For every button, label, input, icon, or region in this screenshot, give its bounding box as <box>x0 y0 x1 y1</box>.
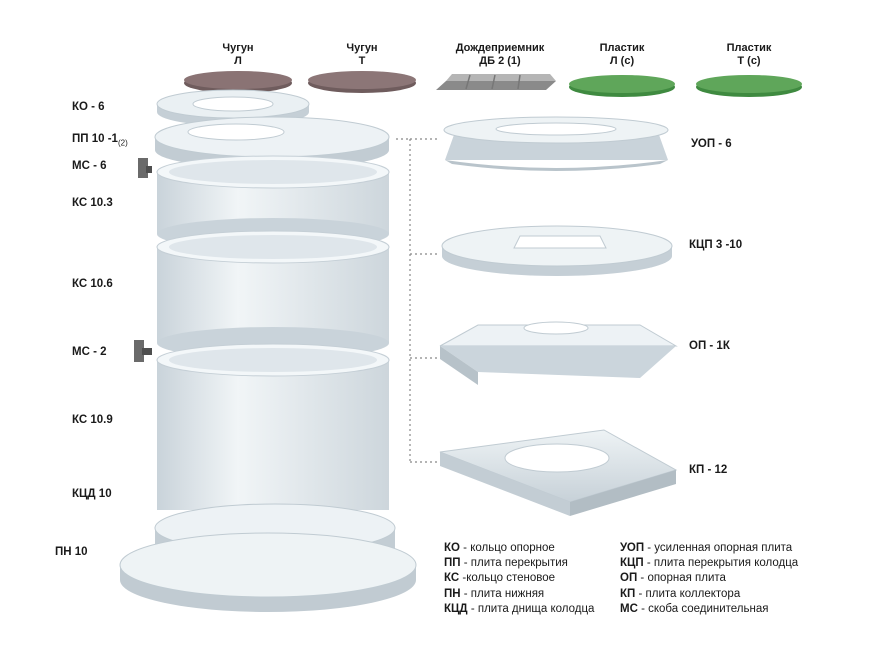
legend-item: КЦП - плита перекрытия колодца <box>620 557 799 570</box>
wall-ring-ks106 <box>156 230 390 359</box>
legend-item: УОП - усиленная опорная плита <box>620 542 793 554</box>
bracket-ms2 <box>134 340 152 362</box>
bracket-ms6 <box>138 158 152 178</box>
cover-cast-iron-heavy <box>308 71 416 93</box>
label-ks103: КС 10.3 <box>72 197 113 209</box>
label-ms2: МС - 2 <box>72 346 107 358</box>
label-ko6: КО - 6 <box>72 101 105 113</box>
base-plate-pn10 <box>119 532 417 612</box>
label-ms6: МС - 6 <box>72 160 107 172</box>
label-op1k: ОП - 1К <box>689 340 730 352</box>
label-pn10: ПН 10 <box>55 546 88 558</box>
label-kcd10: КЦД 10 <box>72 488 112 500</box>
cover-plastic-light <box>569 75 675 97</box>
label-kp12: КП - 12 <box>689 464 728 476</box>
cover-cast-iron-light <box>184 71 292 93</box>
wall-ring-ks109 <box>156 343 390 510</box>
legend-item: ОП - опорная плита <box>620 572 726 585</box>
legend-item: МС - скоба соединительная <box>620 602 769 615</box>
reinforced-plate-uop6 <box>443 116 669 171</box>
label-ks109: КС 10.9 <box>72 414 113 426</box>
legend-item: КП - плита коллектора <box>620 587 741 600</box>
support-plate-op1k <box>439 321 678 385</box>
legend-right: УОП - усиленная опорная плита КЦП - плит… <box>620 541 798 617</box>
legend-left: КО - кольцо опорное ПП - плита перекрыти… <box>444 541 594 617</box>
label-kcp310: КЦП 3 -10 <box>689 239 743 251</box>
legend-item: ПП - плита перекрытия <box>444 557 568 570</box>
label-ks106: КС 10.6 <box>72 278 113 290</box>
legend-item: ПН - плита нижняя <box>444 587 545 600</box>
label-uop6: УОП - 6 <box>691 138 732 150</box>
rain-inlet-grate <box>436 74 556 90</box>
legend-item: КС -кольцо стеновое <box>444 572 556 585</box>
legend-item: КО - кольцо опорное <box>444 542 555 554</box>
legend-item: КЦД - плита днища колодца <box>444 602 595 615</box>
label-pp10: ПП 10 -1(2) <box>72 133 128 148</box>
cover-plastic-heavy <box>696 75 802 97</box>
collector-plate-kp12 <box>439 429 678 516</box>
connector-lines <box>396 138 440 463</box>
well-cover-slab-kcp310 <box>441 225 673 276</box>
